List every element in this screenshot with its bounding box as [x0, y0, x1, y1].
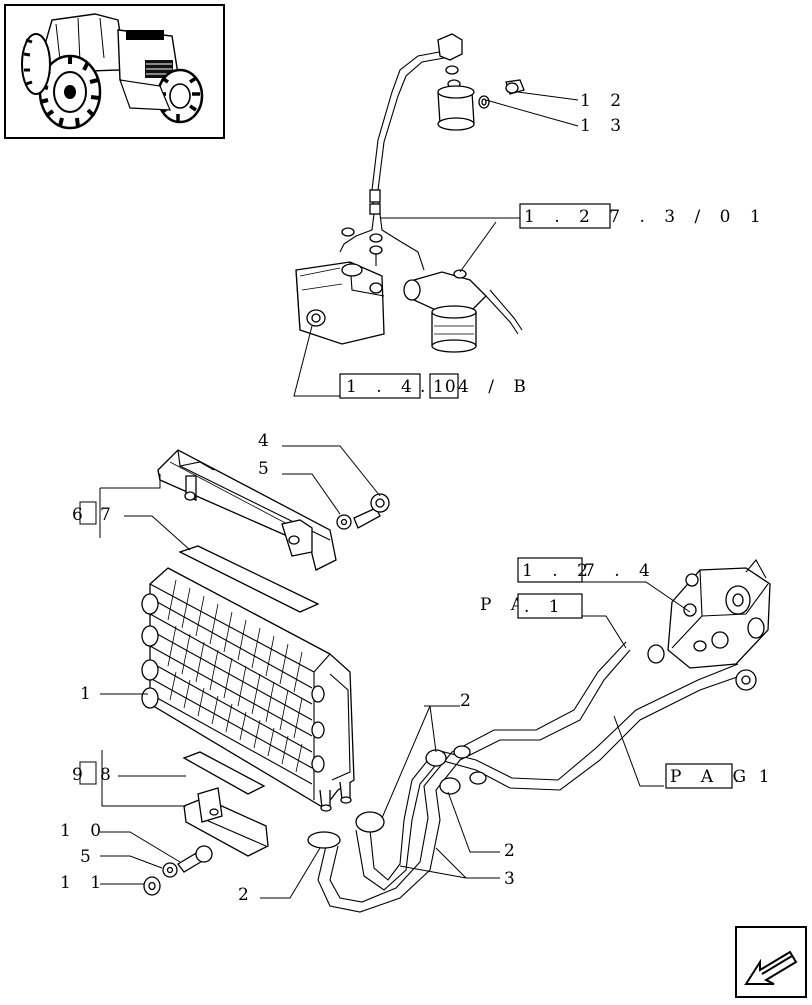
svg-text:8: 8: [100, 765, 118, 785]
svg-text:2: 2: [460, 691, 478, 711]
next-page-arrow-icon[interactable]: [735, 926, 807, 998]
svg-text:1 . 2 7 . 3 / 0 1: 1 . 2 7 . 3 / 0 1: [524, 207, 768, 227]
svg-text:9: 9: [72, 765, 90, 785]
bolt-4: [353, 493, 390, 529]
svg-text:5: 5: [80, 847, 98, 867]
bolt-10: [177, 845, 213, 873]
svg-text:. 1: . 1: [734, 767, 777, 787]
callout-6[interactable]: 6: [72, 501, 97, 525]
svg-text:4: 4: [258, 431, 276, 451]
leader-lines-lower: [99, 445, 691, 899]
hose-3: [317, 641, 757, 913]
svg-text:7 . 4: 7 . 4: [584, 561, 657, 581]
rubber-pad-7: [178, 545, 320, 613]
svg-text:2: 2: [238, 885, 256, 905]
svg-text:4 / B: 4 / B: [458, 377, 533, 397]
control-valve-block: [667, 559, 771, 669]
reference-link-1-42-104-b[interactable]: 1 . 4 2 . 10 4 / B: [339, 373, 533, 399]
svg-text:3: 3: [504, 869, 522, 889]
lower-mounting-bracket: [183, 787, 269, 857]
callout-8[interactable]: 8: [100, 765, 118, 785]
washer-5-lower: [162, 862, 178, 878]
svg-text:7: 7: [100, 505, 118, 525]
callout-10[interactable]: 1 0: [60, 821, 108, 841]
svg-text:10: 10: [433, 377, 457, 397]
upper-hydraulic-assembly: [295, 33, 525, 353]
leader-lines-top: [293, 91, 579, 397]
reference-link-1-27-3-01[interactable]: 1 . 2 7 . 3 / 0 1: [519, 203, 768, 229]
callout-3[interactable]: 3: [504, 869, 522, 889]
svg-text:1: 1: [80, 684, 98, 704]
svg-text:. 1: . 1: [524, 597, 567, 617]
callout-5-lower[interactable]: 5: [80, 847, 98, 867]
oil-cooler-1: [141, 567, 355, 812]
reference-link-pag-1-lower[interactable]: P A G . 1: [665, 763, 777, 789]
svg-text:1 . 4 2: 1 . 4 2: [346, 377, 449, 397]
tractor-thumbnail-icon: [4, 4, 225, 139]
washer-5-upper: [336, 514, 352, 530]
reference-link-1-27-4[interactable]: 1 . 2 7 . 4: [517, 557, 657, 583]
svg-text:.: .: [420, 377, 432, 397]
callout-5-upper[interactable]: 5: [258, 459, 276, 479]
callout-11[interactable]: 1 1: [60, 873, 108, 893]
callout-13[interactable]: 1 3: [580, 116, 628, 136]
callout-4[interactable]: 4: [258, 431, 276, 451]
callout-12[interactable]: 1 2: [580, 91, 628, 111]
svg-text:1 3: 1 3: [580, 116, 628, 136]
callout-1[interactable]: 1: [80, 684, 98, 704]
rubber-pad-8: [182, 751, 266, 795]
hose-clamp-2: [307, 749, 461, 849]
svg-text:2: 2: [504, 841, 522, 861]
svg-text:5: 5: [258, 459, 276, 479]
callout-2-right[interactable]: 2: [504, 841, 522, 861]
nut-11: [143, 876, 161, 896]
upper-mounting-bracket: [157, 449, 337, 571]
svg-text:1 2: 1 2: [580, 91, 628, 111]
callout-9[interactable]: 9: [72, 761, 97, 785]
callout-2-left[interactable]: 2: [238, 885, 256, 905]
svg-text:6: 6: [72, 505, 90, 525]
reference-link-pag-1-upper[interactable]: P A G . 1: [480, 593, 583, 619]
svg-text:1 . 2: 1 . 2: [522, 561, 595, 581]
callout-7[interactable]: 7: [100, 505, 118, 525]
svg-text:1 1: 1 1: [60, 873, 108, 893]
svg-text:P A G: P A G: [670, 767, 753, 787]
svg-text:1 0: 1 0: [60, 821, 108, 841]
callout-2-top[interactable]: 2: [460, 691, 478, 711]
